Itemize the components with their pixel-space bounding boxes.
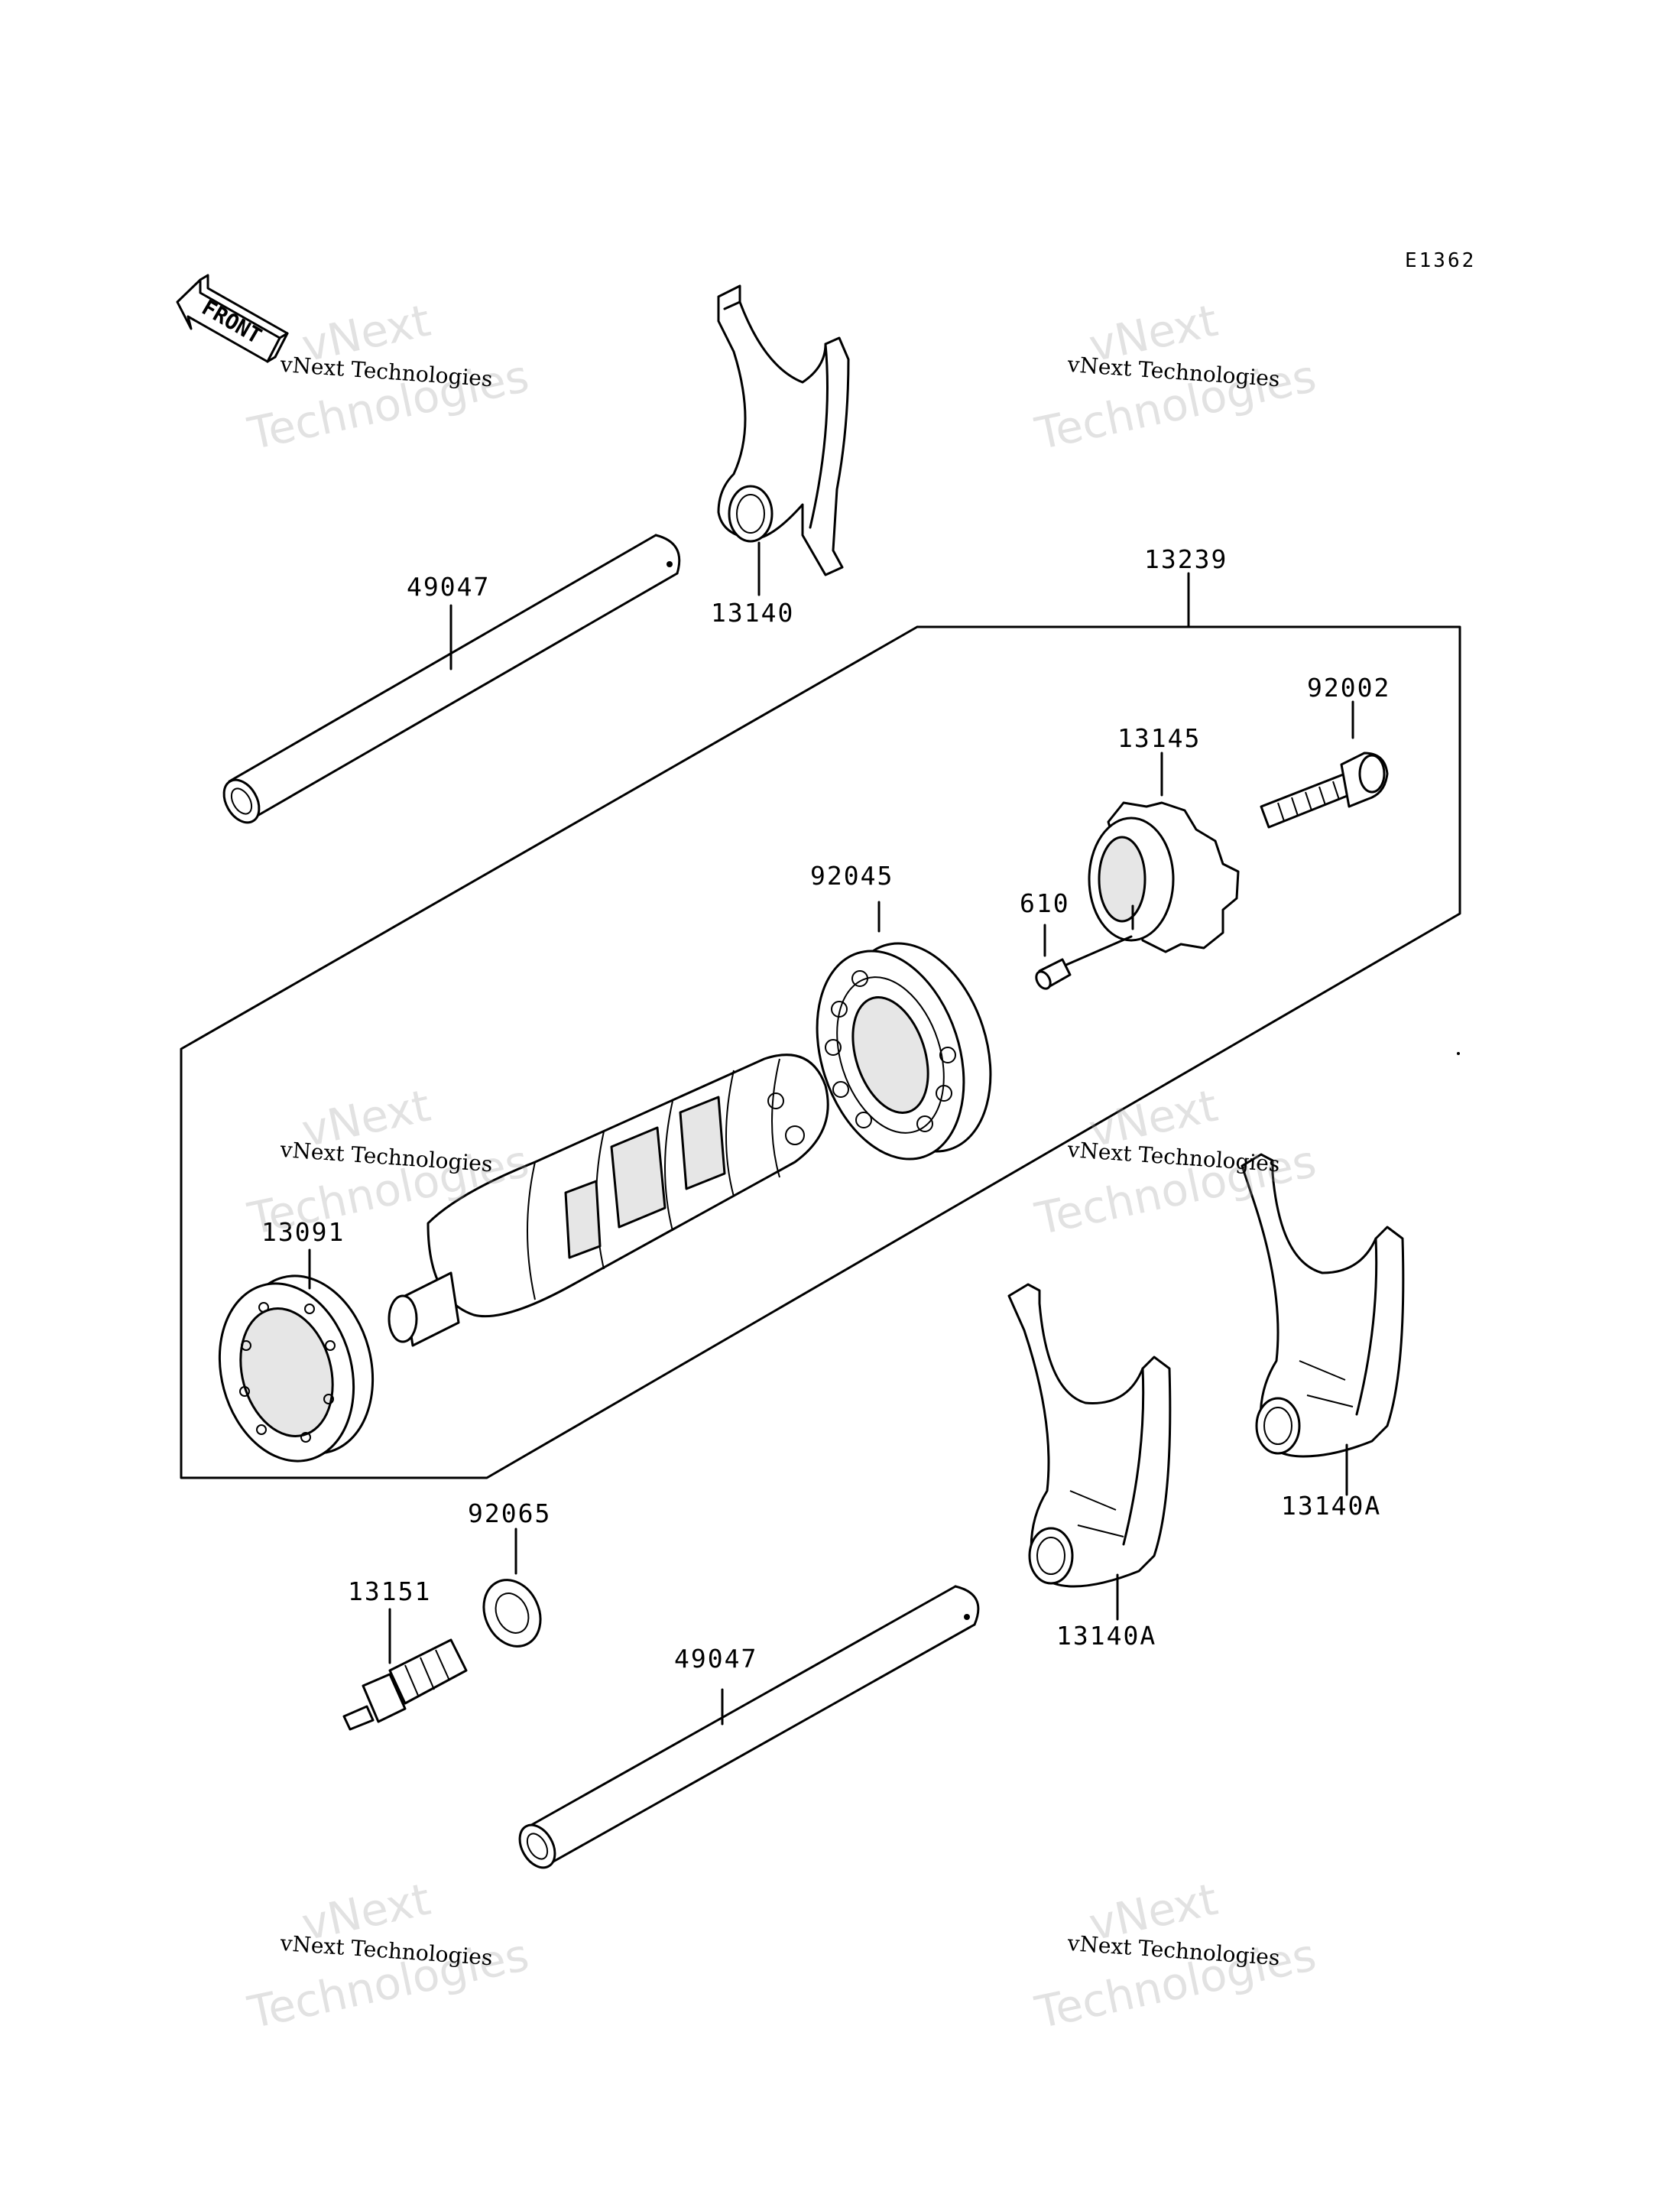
part-label-fork-lower-middle: 13140A bbox=[1056, 1621, 1157, 1651]
part-label-washer: 92065 bbox=[468, 1498, 552, 1528]
shift-drum-drawing bbox=[388, 1054, 829, 1347]
pin-drawing bbox=[1035, 924, 1133, 990]
fork-lower-right-drawing bbox=[1241, 1153, 1405, 1496]
part-label-shaft-upper: 49047 bbox=[407, 572, 491, 602]
stray-dot bbox=[1457, 1052, 1460, 1055]
fork-top-drawing bbox=[717, 284, 850, 596]
washer-drawing bbox=[482, 1528, 542, 1648]
bolt-drawing bbox=[1260, 700, 1389, 829]
front-arrow-icon: FRONT bbox=[176, 274, 289, 363]
drum-assembly-frame bbox=[180, 572, 1461, 1479]
part-label-bearing-needle: 13091 bbox=[261, 1217, 345, 1247]
part-label-shaft-lower: 49047 bbox=[674, 1644, 758, 1674]
part-label-bolt: 92002 bbox=[1307, 673, 1391, 703]
diagram-code: E1362 bbox=[1405, 249, 1477, 272]
part-label-pin: 610 bbox=[1020, 888, 1070, 918]
part-label-fork-lower-right: 13140A bbox=[1281, 1491, 1382, 1521]
fork-lower-middle-drawing bbox=[1007, 1283, 1172, 1621]
part-label-fork-top: 13140 bbox=[711, 598, 795, 628]
part-label-bearing-ball: 92045 bbox=[810, 861, 894, 891]
shaft-lower-drawing bbox=[518, 1585, 980, 1869]
needle-bearing-drawing bbox=[218, 1248, 375, 1463]
part-label-drum-assembly: 13239 bbox=[1144, 544, 1228, 574]
drum-cam-drawing bbox=[1088, 752, 1240, 953]
part-label-switch: 13151 bbox=[348, 1576, 432, 1606]
shaft-upper-drawing bbox=[222, 534, 681, 824]
neutral-switch-drawing bbox=[342, 1608, 468, 1731]
ball-bearing-drawing bbox=[816, 901, 992, 1161]
part-label-drum-cam: 13145 bbox=[1117, 723, 1202, 753]
